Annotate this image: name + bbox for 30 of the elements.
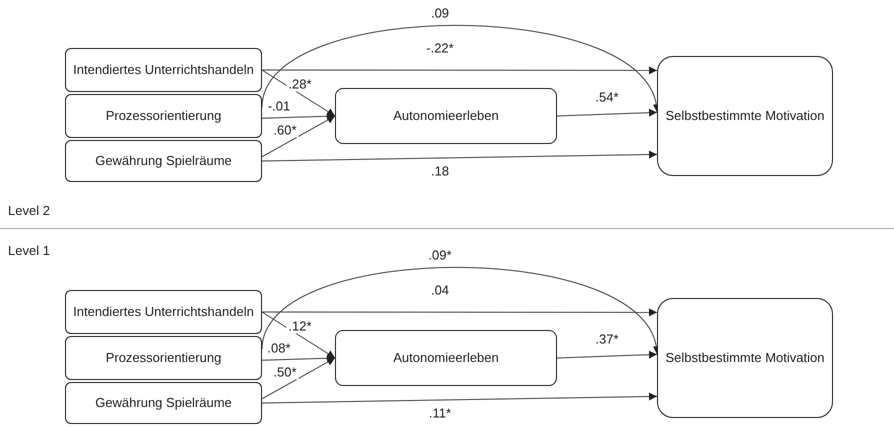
arrow: [556, 350, 658, 359]
arrow: [262, 112, 336, 120]
level-label: Level 1: [8, 243, 50, 258]
outcome-box: Selbstbestimmte Motivation: [657, 56, 833, 176]
mediator-box: Autonomieerleben: [335, 88, 557, 144]
edge-label: .28*: [286, 76, 314, 92]
outcome-box: Selbstbestimmte Motivation: [657, 298, 833, 418]
arrow: [556, 108, 658, 117]
predictor-box: Intendiertes Unterrichtshandeln: [65, 48, 262, 92]
arrow: [262, 358, 336, 400]
edge-label: -.22*: [424, 40, 456, 56]
predictor-box: Prozessorientierung: [65, 336, 262, 380]
level-label: Level 2: [8, 203, 50, 218]
arrow: [262, 312, 336, 358]
arrow: [262, 354, 336, 362]
predictor-box: Gewährung Spielräume: [65, 140, 262, 182]
edge-label: .12*: [286, 318, 314, 334]
predictor-box: Prozessorientierung: [65, 94, 262, 138]
arrow: [262, 70, 336, 116]
arrow: [262, 392, 658, 404]
arrow: [262, 308, 658, 316]
arrow: [262, 66, 658, 74]
curved-arrow: [262, 24, 659, 113]
arrow: [262, 150, 658, 162]
predictor-box: Intendiertes Unterrichtshandeln: [65, 290, 262, 334]
mediator-box: Autonomieerleben: [335, 330, 557, 386]
curved-arrow: [262, 266, 659, 355]
predictor-box: Gewährung Spielräume: [65, 382, 262, 424]
edge-label: -.01: [266, 98, 292, 114]
arrow: [262, 116, 336, 158]
